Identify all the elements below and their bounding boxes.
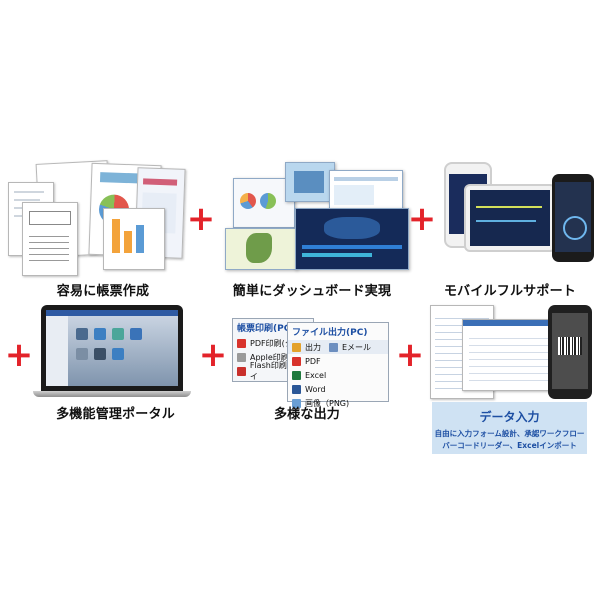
- excel-icon: [292, 370, 301, 380]
- export-icon: [292, 342, 301, 352]
- feature-caption-management-portal: 多機能管理ポータル: [56, 407, 175, 422]
- image-icon: [292, 398, 301, 408]
- mail-icon: [329, 342, 338, 352]
- management-portal-laptop-illustration: [33, 305, 193, 400]
- file-output-item[interactable]: 画像（PNG): [305, 398, 350, 408]
- file-output-item[interactable]: PDF: [305, 356, 321, 366]
- plus-sign-icon: +: [198, 335, 228, 375]
- flash-icon: [237, 366, 246, 376]
- plus-sign-icon: +: [395, 335, 425, 375]
- print-menu-title: 帳票印刷(PC): [237, 324, 295, 334]
- feature-caption-report-creation: 容易に帳票作成: [56, 284, 150, 299]
- mobile-devices-illustration: [440, 160, 600, 272]
- plus-sign-icon: +: [4, 335, 34, 375]
- file-output-menu-title: ファイル出力(PC): [292, 328, 368, 338]
- data-entry-description-line2: バーコードリーダー、Excelインポート: [442, 441, 577, 450]
- feature-caption-various-output: 多様な出力: [273, 407, 340, 422]
- print-menu-item[interactable]: PDF印刷(クライ: [250, 338, 309, 348]
- output-menu-illustration: 帳票印刷(PC) PDF印刷(クライ Apple印刷 Flash印刷(クライ フ…: [232, 318, 412, 408]
- word-icon: [292, 384, 301, 394]
- apple-icon: [237, 352, 246, 362]
- dashboard-screens-illustration: [225, 160, 410, 272]
- file-output-item[interactable]: Excel: [305, 370, 327, 380]
- feature-caption-dashboard: 簡単にダッシュボード実現: [232, 284, 392, 299]
- email-button[interactable]: Eメール: [342, 342, 372, 352]
- feature-caption-mobile-support: モバイルフルサポート: [443, 284, 576, 299]
- export-button[interactable]: 出力: [305, 342, 321, 352]
- plus-sign-icon: +: [407, 199, 437, 239]
- file-output-item[interactable]: Word: [305, 384, 326, 394]
- data-entry-feature-panel: データ入力 自由に入力フォーム設計、承認ワークフロー バーコードリーダー、Exc…: [432, 402, 587, 454]
- plus-sign-icon: +: [186, 199, 216, 239]
- report-documents-illustration: [8, 160, 186, 276]
- data-entry-title: データ入力: [479, 410, 540, 424]
- pdf-icon: [292, 356, 301, 366]
- pdf-icon: [237, 338, 246, 348]
- file-output-menu-panel: ファイル出力(PC) 出力 Eメール PDF Excel Word 画像（PNG…: [287, 322, 389, 408]
- print-menu-item[interactable]: Apple印刷: [250, 352, 289, 362]
- data-entry-screens-illustration: [430, 305, 595, 401]
- print-menu-item[interactable]: Flash印刷(クライ: [249, 361, 306, 381]
- data-entry-description-line1: 自由に入力フォーム設計、承認ワークフロー: [434, 429, 585, 438]
